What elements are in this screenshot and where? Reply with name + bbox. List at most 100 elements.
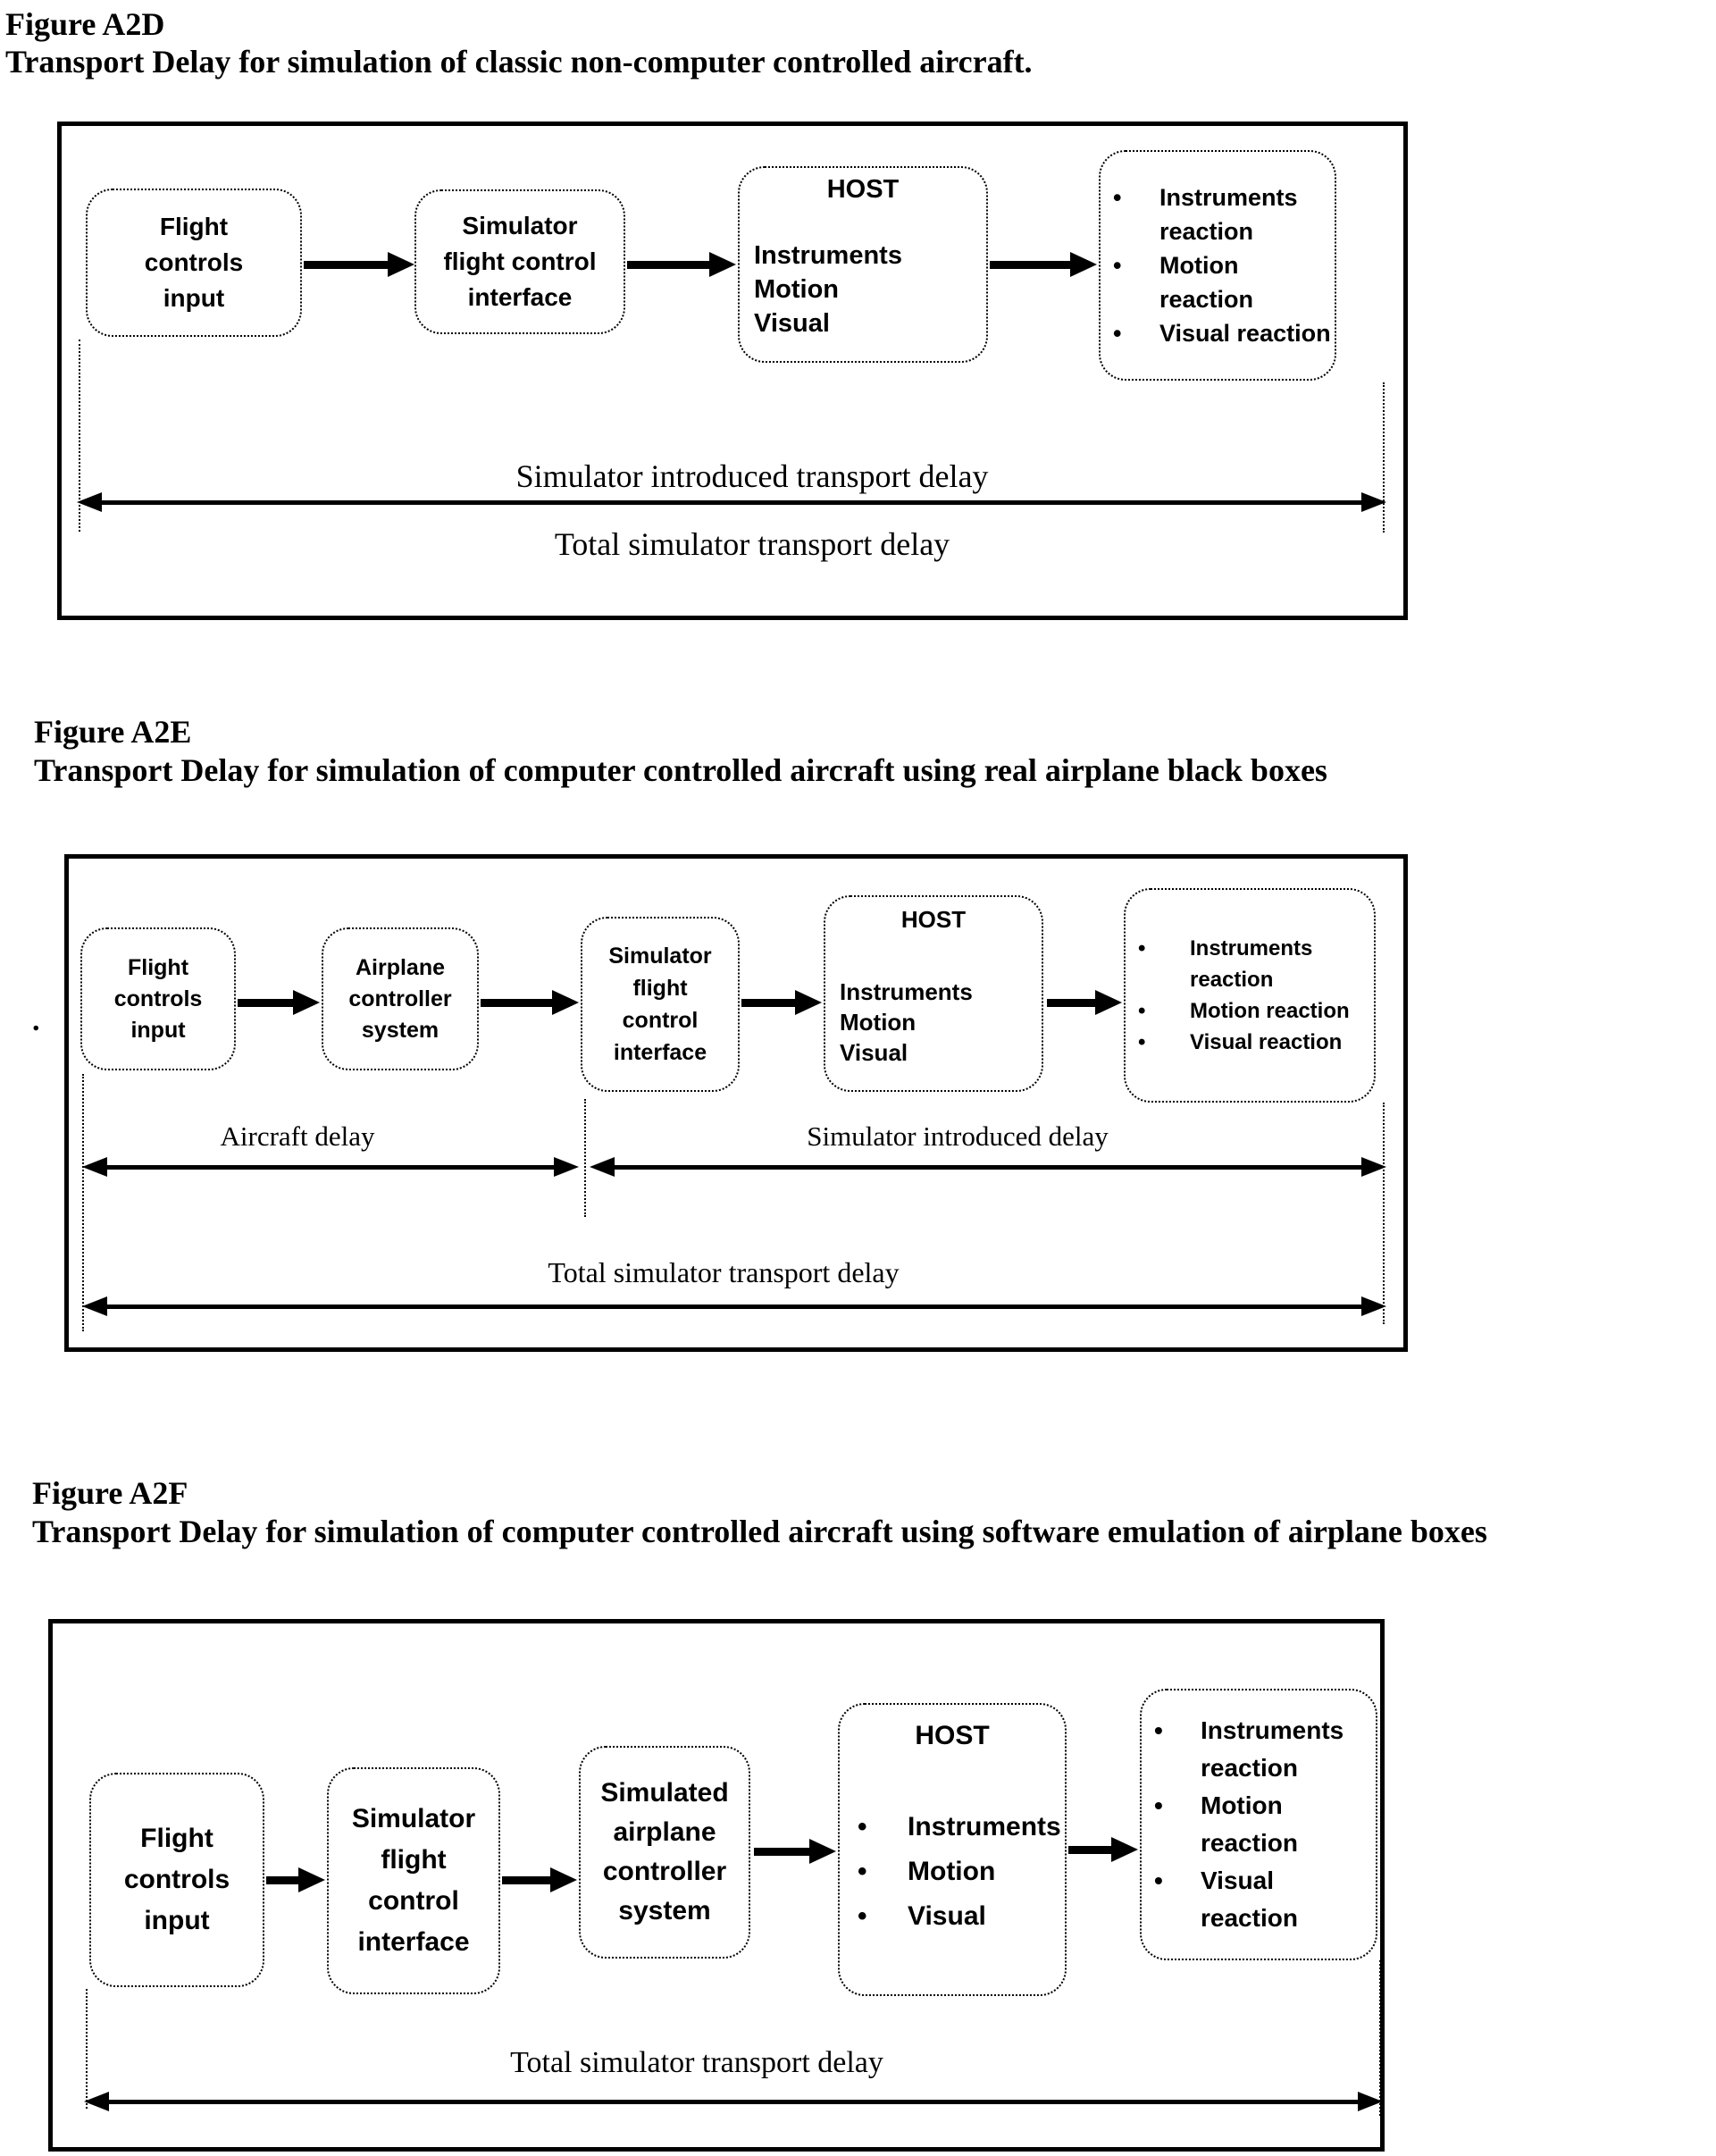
bullet-icon: • [1154,1716,1163,1744]
box-line: controller [348,986,452,1011]
bullet-icon: • [1113,252,1122,279]
box-line: input [144,1906,210,1935]
figure-a2e-label: Figure A2E [34,714,192,750]
box-line: airplane [613,1817,716,1847]
figure-a2f-frame [48,1619,1385,2152]
flow-arrow-icon [741,990,822,1015]
bullet-icon: • [1113,184,1122,211]
flow-arrow-icon [502,1867,577,1892]
flow-arrow-icon [627,252,736,277]
box-flight-controls-input: Flight controls input [89,1773,264,1987]
box-line: input [163,284,225,312]
figure-a2d-label: Figure A2D [5,6,165,42]
box-flight-controls-input: Flight controls input [80,927,236,1070]
delay-span-arrow-icon [82,1157,579,1177]
box-host: HOST • Instruments • Motion • Visual [838,1703,1067,1996]
delay-span-arrow-icon [84,2092,1383,2111]
leader-line [1383,382,1385,533]
box-airplane-controller-system: Airplane controller system [322,927,479,1070]
box-line: Flight [140,1824,213,1853]
bullet-icon: • [1138,999,1146,1023]
bullet-item: • Instruments reaction [1101,180,1335,248]
bullet-icon: • [858,1901,867,1931]
stray-period: . [32,1004,40,1037]
bullet-icon: • [1113,320,1122,347]
leader-line [1383,1103,1385,1324]
leader-line [86,1989,88,2109]
figure-a2d-caption: Transport Delay for simulation of classi… [5,44,1033,80]
host-item: Motion [754,275,840,304]
box-line: Simulated [600,1778,729,1808]
box-simulator-flight-control-interface: Simulator flight control interface [414,189,625,334]
box-line: controller [602,1857,727,1886]
bullet-item: • Instruments reaction [1142,1712,1376,1787]
leader-line [82,1074,84,1331]
bullet-icon: • [858,1812,867,1841]
box-line: interface [467,283,573,311]
host-item: Visual [840,1039,908,1066]
box-line: control [622,1008,699,1033]
bullet-item: • Motion reaction [1101,248,1335,316]
figure-a2f-label: Figure A2F [32,1475,188,1511]
delay-label-introduced: Simulator introduced transport delay [515,458,989,494]
delay-span-arrow-icon [77,492,1386,512]
box-line: Simulator [608,944,712,969]
figure-a2e-frame [64,854,1408,1352]
bullet-item: • Motion reaction [1142,1787,1376,1862]
box-line: Flight [127,954,189,980]
box-reactions: • Instruments reaction • Motion reaction… [1099,150,1336,381]
box-line: flight control [443,247,597,275]
flow-arrow-icon [990,252,1097,277]
figure-a2d-frame [57,122,1408,620]
box-line: control [368,1886,459,1916]
bullet-item: • Instruments reaction [1126,933,1374,995]
host-item: Instruments [840,978,973,1005]
delay-label-total: Total simulator transport delay [548,1256,900,1288]
box-line: interface [357,1927,470,1957]
bullet-icon: • [1138,936,1146,961]
bullet-item: • Motion reaction [1126,995,1374,1027]
flow-arrow-icon [304,252,414,277]
bullet-item: • Visual reaction [1142,1862,1376,1937]
box-reactions: • Instruments reaction • Motion reaction… [1124,888,1376,1103]
host-item: Visual [754,309,830,338]
bullet-icon: • [858,1857,867,1886]
flow-arrow-icon [754,1839,836,1864]
bullet-item: • Visual reaction [1101,316,1335,350]
delay-label-aircraft: Aircraft delay [220,1120,375,1152]
box-line: controls [113,986,203,1011]
leader-line [584,1099,586,1217]
bullet-item: • Motion [840,1850,1065,1894]
delay-label-total: Total simulator transport delay [510,2046,883,2079]
bullet-item: • Visual reaction [1126,1027,1374,1058]
box-line: input [130,1017,186,1043]
box-simulator-flight-control-interface: Simulator flight control interface [581,917,740,1092]
flow-arrow-icon [481,990,579,1015]
bullet-icon: • [1138,1030,1146,1054]
host-title: HOST [915,1721,990,1750]
box-flight-controls-input: Flight controls input [86,189,302,337]
box-host: HOST Instruments Motion Visual [738,166,988,363]
box-simulated-airplane-controller-system: Simulated airplane controller system [579,1746,750,1959]
host-title: HOST [826,175,900,204]
box-host: HOST Instruments Motion Visual [824,895,1043,1092]
box-line: system [618,1896,711,1925]
delay-span-arrow-icon [590,1157,1386,1177]
box-simulator-flight-control-interface: Simulator flight control interface [327,1767,500,1994]
box-line: Airplane [355,954,446,980]
box-line: controls [144,248,244,276]
bullet-icon: • [1154,1867,1163,1894]
bullet-item: • Visual [840,1894,1065,1939]
box-line: system [361,1017,439,1043]
flow-arrow-icon [266,1867,325,1892]
figure-a2e-caption: Transport Delay for simulation of comput… [34,752,1327,788]
host-item: Motion [840,1009,917,1036]
host-title: HOST [900,906,967,933]
box-line: flight [632,976,688,1001]
delay-label-total: Total simulator transport delay [554,526,950,562]
bullet-item: • Instruments [840,1805,1065,1850]
delay-span-arrow-icon [82,1296,1386,1316]
box-line: controls [123,1865,230,1894]
leader-line [1379,1960,1381,2116]
